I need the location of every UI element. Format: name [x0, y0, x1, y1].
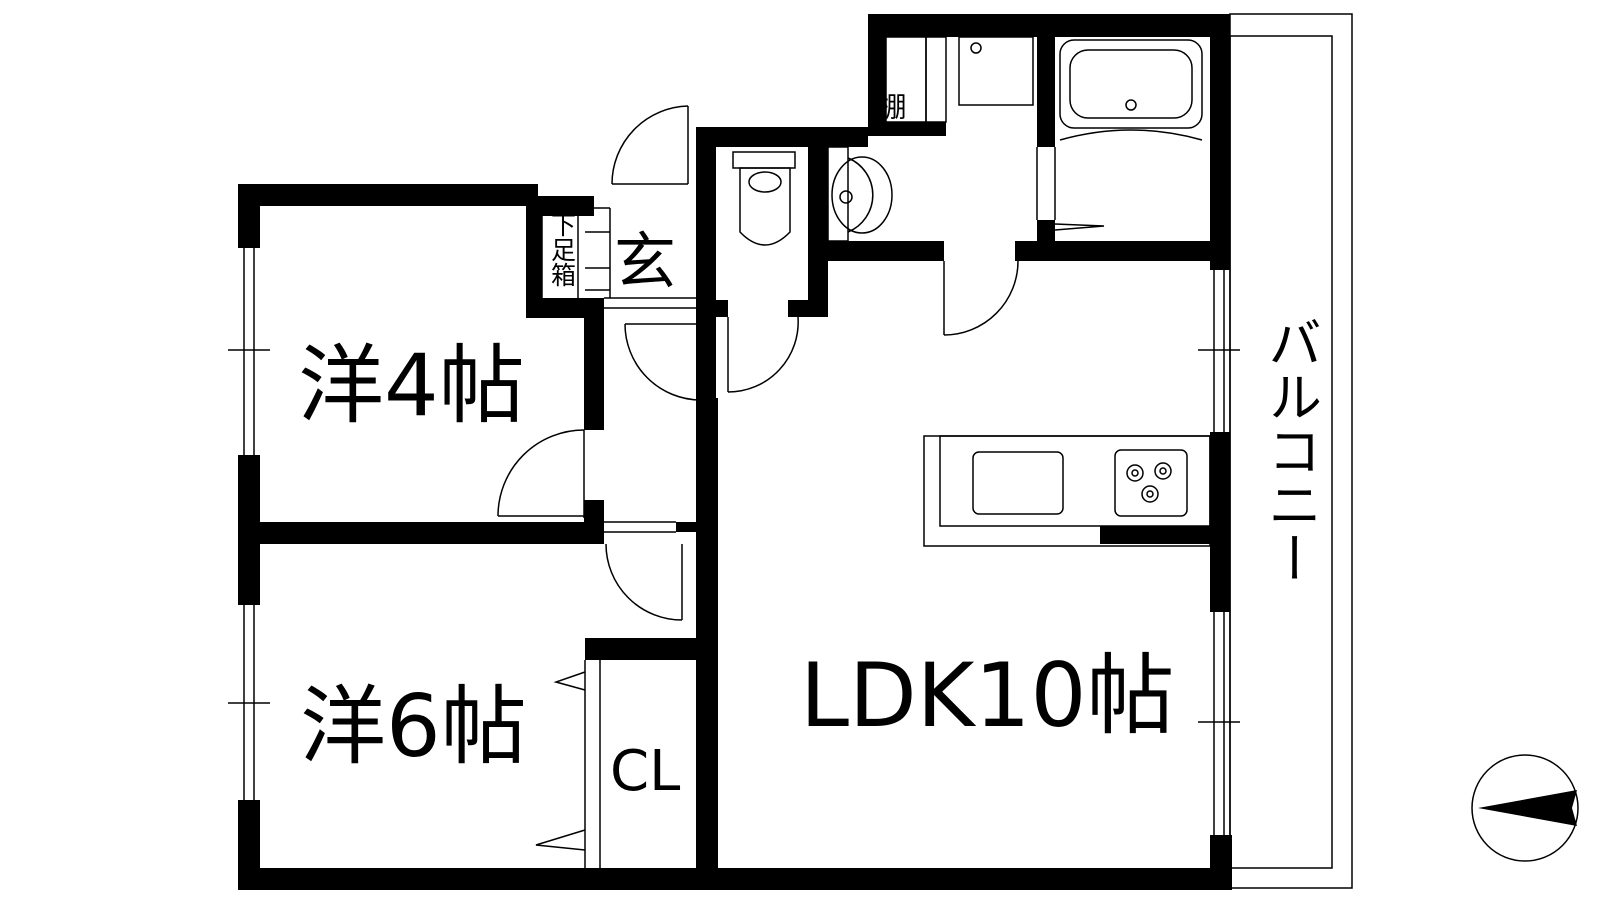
kitchen-sink	[972, 451, 1064, 515]
room-label-ldk: LDK10帖	[800, 644, 1174, 747]
room-label-western-4: 洋4帖	[298, 336, 525, 436]
room-label-shelf: 棚	[875, 92, 908, 120]
room-label-entrance: 玄	[614, 225, 676, 298]
bathtub	[1059, 39, 1203, 129]
compass-icon	[1471, 754, 1579, 862]
balcony-label: バルコニー	[1259, 315, 1322, 585]
washing-machine	[958, 36, 1034, 106]
walls	[238, 14, 1232, 890]
stove	[1114, 449, 1188, 517]
room-label-western-6: 洋6帖	[300, 677, 527, 777]
windows	[228, 147, 1240, 835]
doors	[497, 105, 1105, 868]
wash-basin	[827, 146, 849, 242]
room-label-closet: CL	[610, 739, 680, 804]
toilet	[732, 151, 796, 169]
fixtures	[541, 36, 1211, 547]
room-label-shoe-box: 下足箱	[548, 212, 577, 287]
